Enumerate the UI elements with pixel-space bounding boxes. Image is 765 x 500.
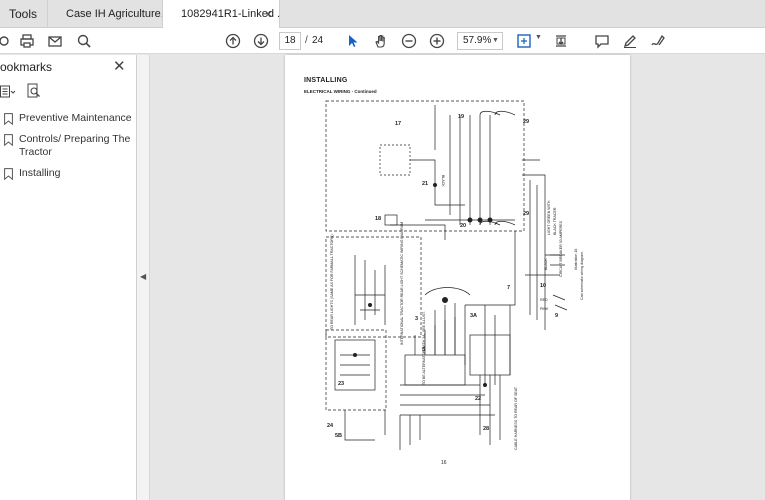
zoom-out-icon[interactable]	[399, 31, 419, 51]
scroll-mode-icon[interactable]	[551, 31, 571, 51]
callout-29a: 29	[523, 119, 529, 125]
find-bookmark-icon[interactable]	[27, 83, 41, 99]
previous-page-icon[interactable]	[223, 31, 243, 51]
tab-document-1[interactable]: Case IH Agriculture...	[47, 0, 162, 28]
page-subheading: ELECTRICAL WIRING - Continued	[304, 89, 377, 94]
zoom-dropdown-icon[interactable]: ▼	[492, 37, 499, 44]
figure-illustration-label: Illustration 16	[574, 249, 578, 270]
collapse-arrow-icon[interactable]: ◀	[140, 272, 147, 281]
callout-22: 22	[475, 396, 481, 402]
bookmark-options-icon[interactable]	[0, 85, 16, 99]
label-black-2: BLACK	[544, 258, 548, 270]
zoom-level-select[interactable]: 57.9%	[457, 32, 503, 50]
tab-tools[interactable]: Tools	[9, 7, 38, 21]
bookmark-item[interactable]: Preventive Maintenance	[0, 112, 137, 125]
callout-5: 5	[422, 347, 425, 353]
callout-10: 10	[540, 283, 546, 289]
page-heading: INSTALLING	[304, 77, 348, 84]
bookmarks-title: ookmarks	[0, 60, 53, 74]
bookmark-icon	[4, 113, 13, 125]
label-pink: PINK	[540, 307, 549, 311]
bookmark-label: Installing	[19, 167, 61, 179]
comment-icon[interactable]	[592, 31, 612, 51]
pdf-page: INSTALLING ELECTRICAL WIRING - Continued	[285, 55, 630, 500]
fit-dropdown-icon[interactable]: ▼	[535, 34, 542, 41]
zoom-in-icon[interactable]	[427, 31, 447, 51]
document-viewport[interactable]: INSTALLING ELECTRICAL WIRING - Continued	[151, 55, 765, 500]
callout-9: 9	[555, 313, 558, 319]
bookmark-icon	[4, 134, 13, 146]
wiring-diagram: 17 18 19 20 21 22 23 24 29 29 9 10 7 3A …	[325, 100, 584, 450]
callout-21: 21	[422, 181, 428, 187]
page-number-label: 16	[441, 460, 447, 466]
bookmarks-toolbar	[0, 83, 137, 103]
callout-18: 18	[375, 216, 381, 222]
callout-24: 24	[327, 423, 334, 429]
label-rear-lights: TO REAR LIGHTS (SAME AS FOR FARMALL TRAC…	[330, 234, 334, 330]
bookmarks-panel: ookmarks ✕ Preventive Maintenance Contro…	[0, 55, 137, 500]
label-black-tracer: BLACK TRACER	[553, 207, 557, 235]
bookmark-list: Preventive Maintenance Controls/ Prepari…	[0, 112, 137, 185]
bookmark-item[interactable]: Installing	[0, 167, 137, 180]
page-separator: /	[305, 35, 308, 46]
next-page-icon[interactable]	[251, 31, 271, 51]
email-icon[interactable]	[45, 31, 65, 51]
tab-document-2-active[interactable]: 1082941R1-Linked ...	[162, 0, 280, 29]
select-cursor-icon[interactable]	[343, 31, 363, 51]
fit-page-icon[interactable]	[514, 31, 534, 51]
tab-close-icon[interactable]: ×	[265, 7, 273, 21]
panel-collapse-rail[interactable]: ◀	[137, 55, 150, 500]
callout-3: 3	[415, 316, 418, 322]
callout-19: 19	[458, 114, 464, 120]
search-icon[interactable]	[74, 31, 94, 51]
label-red: RED	[540, 298, 548, 302]
callout-23: 23	[338, 381, 344, 387]
callout-5b: 5B	[335, 433, 342, 439]
callout-20: 20	[460, 223, 466, 229]
page-total: 24	[312, 35, 324, 46]
label-alternator: TO BE ALTERNATOR WITH 3A- SEE ILLUST.	[422, 311, 426, 385]
hand-tool-icon[interactable]	[371, 31, 391, 51]
figure-caption: Cab schematic wiring diagram.	[580, 251, 584, 300]
callout-28: 28	[483, 426, 489, 432]
bookmark-label: Controls/ Preparing The Tractor	[19, 133, 131, 158]
callout-17: 17	[395, 121, 401, 127]
callout-3a: 3A	[470, 313, 477, 319]
bookmark-label: Preventive Maintenance	[19, 112, 132, 124]
close-panel-icon[interactable]: ✕	[113, 58, 126, 75]
bookmark-icon	[4, 168, 13, 180]
print-icon[interactable]	[17, 31, 37, 51]
bookmark-item[interactable]: Controls/ Preparing The Tractor	[0, 133, 137, 159]
share-icon[interactable]	[0, 31, 14, 51]
label-circuit-breaker: CIRCUIT BREAKER 30 AMPERES	[559, 220, 563, 277]
label-intl-rear-light: INTERNATIONAL TRACTOR REAR LIGHT SCHEMAT…	[400, 222, 404, 345]
callout-7: 7	[507, 285, 510, 291]
tab-bar: Tools Case IH Agriculture... 1082941R1-L…	[0, 0, 765, 29]
callout-29b: 29	[523, 211, 529, 217]
page-number-input[interactable]: 18	[279, 32, 301, 50]
label-light-green: LIGHT GREEN WITH	[547, 200, 551, 235]
label-black: BLACK	[441, 175, 445, 187]
toolbar: 18 / 24 57.9% ▼ ▼	[0, 28, 765, 54]
sign-icon[interactable]	[648, 31, 668, 51]
label-cable-harness: CABLE HARNESS TO REAR OF SEAT	[514, 386, 518, 450]
highlight-pen-icon[interactable]	[620, 31, 640, 51]
